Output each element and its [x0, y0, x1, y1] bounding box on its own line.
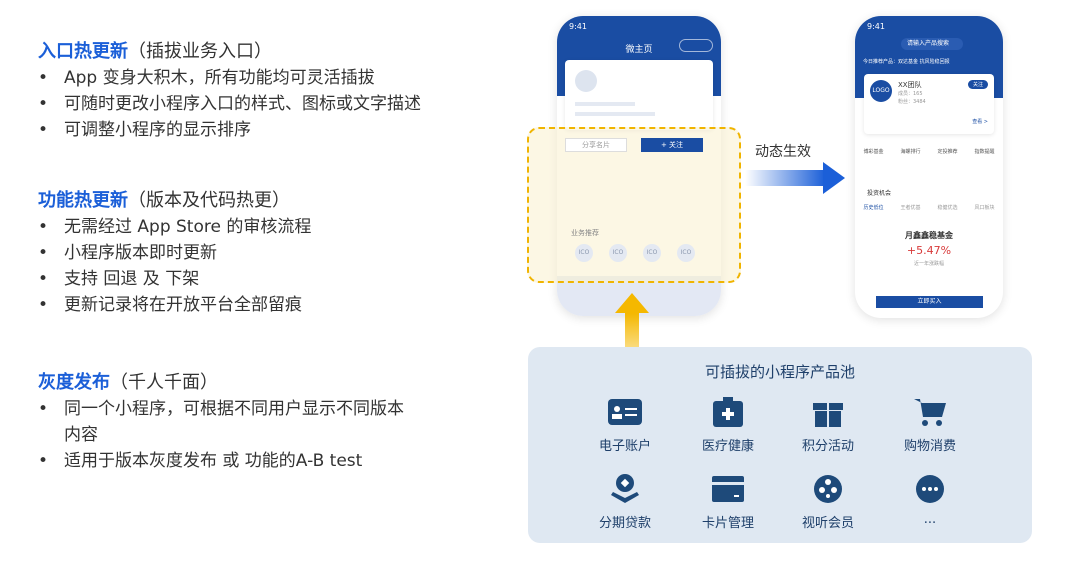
- quick-icon[interactable]: 博彩基金: [863, 149, 884, 155]
- item-label: ...: [923, 512, 937, 527]
- pool-item-health[interactable]: 医疗健康: [673, 395, 783, 454]
- medical-kit-icon: [711, 395, 745, 429]
- tab[interactable]: 稳健优选: [937, 205, 958, 211]
- item-label: 电子账户: [598, 439, 651, 454]
- avatar: [575, 70, 597, 92]
- section-entry-hot-update: 入口热更新（插拔业务入口） App 变身大积木，所有功能均可灵活插拔 可随时更改…: [38, 39, 421, 143]
- pool-item-loan[interactable]: 分期贷款: [570, 472, 680, 531]
- arrow-right-icon: [745, 162, 845, 194]
- business-recommend-title: 业务推荐: [571, 229, 599, 237]
- bullet: 支持 回退 及 下架: [38, 266, 311, 292]
- pool-title: 可插拔的小程序产品池: [704, 363, 855, 381]
- status-time: 9:41: [867, 22, 885, 31]
- section-gray-release: 灰度发布（千人千面） 同一个小程序，可根据不同用户显示不同版本 内容 适用于版本…: [38, 370, 404, 474]
- ico-placeholder-icon[interactable]: ICO: [609, 244, 627, 262]
- bullet: 可调整小程序的显示排序: [38, 117, 421, 143]
- quick-icons: 博彩基金 海螺排行 定投推荐 指数提醒: [855, 148, 1003, 155]
- tab[interactable]: 王者优基: [900, 205, 921, 211]
- capsule-menu[interactable]: [679, 39, 713, 52]
- team-card: LOGO XX团队 成员：165 粉丝：3484 关注 查看 >: [864, 74, 994, 134]
- right-phone-mockup: 9:41 请输入产品搜索 今日推荐产品：双达基金 抗风险稳回报 LOGO XX团…: [855, 16, 1003, 318]
- item-label: 积分活动: [801, 439, 854, 454]
- id-card-icon: [608, 395, 642, 429]
- section-title: 灰度发布: [38, 372, 110, 393]
- bullet: App 变身大积木，所有功能均可灵活插拔: [38, 65, 421, 91]
- team-name: XX团队: [898, 81, 922, 89]
- fans-count: 粉丝：3484: [898, 99, 926, 105]
- opportunities-title: 投资机会: [867, 190, 892, 197]
- tab-bar: 历史低位 王者优基 稳健优选 风口板块: [855, 204, 1003, 211]
- bullet: 适用于版本灰度发布 或 功能的A-B test: [38, 448, 404, 474]
- pool-item-card[interactable]: 卡片管理: [673, 472, 783, 531]
- bullet: 可随时更改小程序入口的样式、图标或文字描述: [38, 91, 421, 117]
- tab[interactable]: 历史低位: [863, 205, 884, 211]
- quick-icon[interactable]: 指数提醒: [974, 149, 995, 155]
- notice-bar[interactable]: 今日推荐产品：双达基金 抗风险稳回报: [863, 59, 950, 65]
- gift-icon: [811, 395, 845, 429]
- pool-item-shopping[interactable]: 购物消费: [875, 395, 985, 454]
- item-label: 卡片管理: [701, 516, 754, 531]
- buy-now-button[interactable]: 立即买入: [876, 296, 983, 308]
- view-more-link[interactable]: 查看 >: [972, 119, 988, 125]
- section-function-hot-update: 功能热更新（版本及代码热更） 无需经过 App Store 的审核流程 小程序版…: [38, 188, 311, 318]
- bullet: 小程序版本即时更新: [38, 240, 311, 266]
- tab[interactable]: 风口板块: [974, 205, 995, 211]
- page-title: 微主页: [625, 45, 653, 55]
- section-title: 入口热更新: [38, 41, 128, 62]
- hot-plug-region: [527, 127, 741, 283]
- pool-item-e-account[interactable]: 电子账户: [570, 395, 680, 454]
- credit-card-icon: [711, 472, 745, 506]
- ico-placeholder-icon[interactable]: ICO: [677, 244, 695, 262]
- arrow-label: 动态生效: [755, 144, 811, 160]
- search-input[interactable]: 请输入产品搜索: [901, 38, 963, 50]
- profile-card: [565, 60, 713, 130]
- pool-item-points[interactable]: 积分活动: [773, 395, 883, 454]
- item-label: 视听会员: [801, 516, 854, 531]
- section-subtitle: （版本及代码热更）: [128, 190, 290, 211]
- loan-icon: [608, 472, 642, 506]
- quick-icon[interactable]: 定投推荐: [937, 149, 958, 155]
- bullet-continuation: 内容: [64, 425, 98, 445]
- item-label: 分期贷款: [598, 516, 651, 531]
- section-subtitle: （插拔业务入口）: [128, 41, 272, 62]
- mini-program-pool: 可插拔的小程序产品池: [528, 347, 1032, 543]
- follow-button[interactable]: + 关注: [641, 138, 703, 152]
- follow-button[interactable]: 关注: [967, 80, 988, 89]
- film-reel-icon: [811, 472, 845, 506]
- bullet: 同一个小程序，可根据不同用户显示不同版本: [38, 396, 404, 422]
- fund-name: 月鑫鑫稳基金: [905, 231, 953, 240]
- shopping-cart-icon: [913, 395, 947, 429]
- quick-icon[interactable]: 海螺排行: [900, 149, 921, 155]
- section-subtitle: （千人千面）: [110, 372, 218, 393]
- item-label: 医疗健康: [701, 439, 754, 454]
- section-title: 功能热更新: [38, 190, 128, 211]
- item-label: 购物消费: [903, 439, 956, 454]
- pool-item-more[interactable]: ...: [875, 472, 985, 527]
- team-logo: LOGO: [870, 80, 892, 102]
- rate-label: 近一年涨跌幅: [913, 261, 944, 267]
- bullet: 更新记录将在开放平台全部留痕: [38, 292, 311, 318]
- pool-item-media[interactable]: 视听会员: [773, 472, 883, 531]
- ico-placeholder-icon[interactable]: ICO: [643, 244, 661, 262]
- bullet: 无需经过 App Store 的审核流程: [38, 214, 311, 240]
- more-icon: [913, 472, 947, 506]
- share-card-button[interactable]: 分享名片: [565, 138, 627, 152]
- ico-placeholder-icon[interactable]: ICO: [575, 244, 593, 262]
- members-count: 成员：165: [898, 91, 923, 97]
- fund-rate: +5.47%: [906, 244, 952, 257]
- status-time: 9:41: [569, 22, 587, 31]
